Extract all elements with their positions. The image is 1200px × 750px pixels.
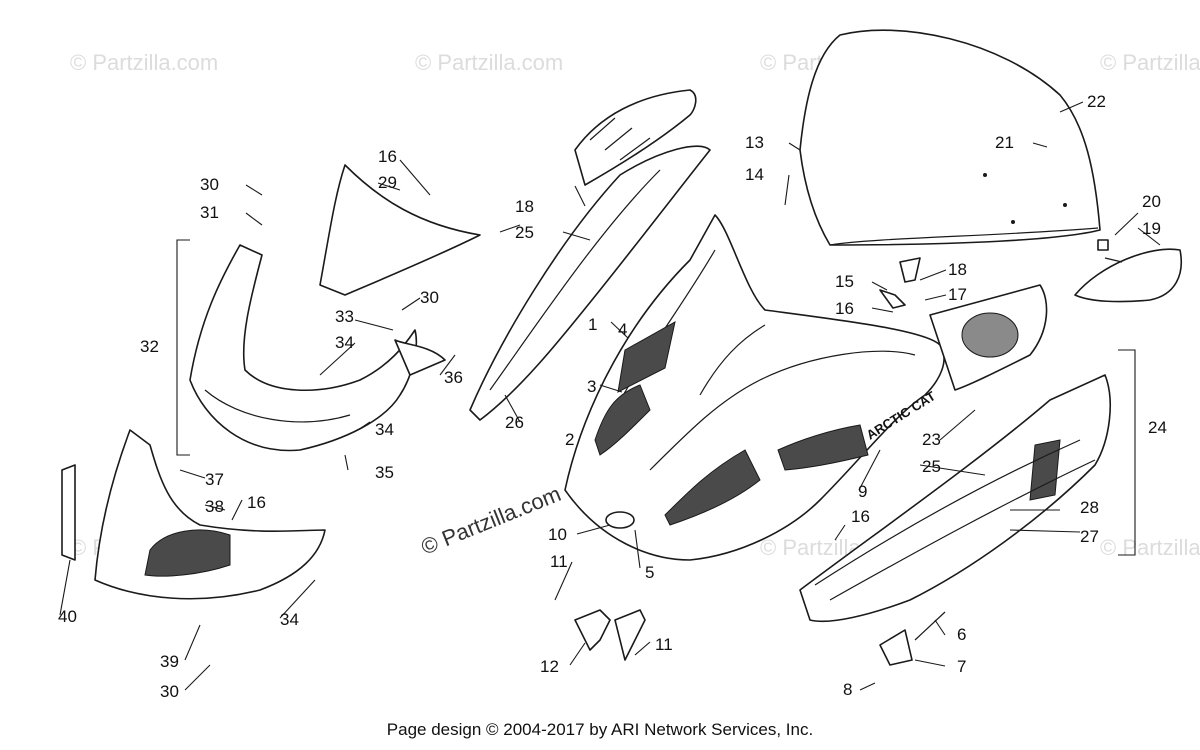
callout-label: 8 [843,680,852,699]
callout-label: 33 [335,307,354,326]
callout-label: 26 [505,413,524,432]
callout-label: 22 [1087,92,1106,111]
mirror [1074,239,1182,303]
callout-label: 40 [58,607,77,626]
callout-label: 30 [200,175,219,194]
leader-lines [59,101,1161,691]
callout-label: 7 [957,657,966,676]
callout-label: 34 [375,420,394,439]
callout-label: 15 [835,272,854,291]
callouts: 1 2 3 4 5 6 7 8 9 10 11 11 12 13 14 15 1… [58,92,1167,701]
callout-label: 16 [247,493,266,512]
watermark-center: © Partzilla.com [418,481,565,560]
callout-label: 4 [618,320,627,339]
hood: ARCTIC CAT [564,214,945,561]
watermark-text: © Partzilla.com [1100,50,1200,75]
callout-label: 34 [335,333,354,352]
callout-label: 6 [957,625,966,644]
callout-label: 5 [645,563,654,582]
callout-label: 13 [745,133,764,152]
right-vent [929,284,1048,391]
front-bumper [189,244,446,452]
callout-label: 29 [378,173,397,192]
callout-label: 31 [200,203,219,222]
callout-label: 18 [515,197,534,216]
callout-label: 21 [995,133,1014,152]
callout-label: 36 [444,368,463,387]
callout-label: 16 [378,147,397,166]
left-vent-18 [574,89,697,186]
callout-label: 20 [1142,192,1161,211]
callout-label: 28 [1080,498,1099,517]
belly-pan [61,429,326,600]
callout-label: 9 [858,482,867,501]
callout-label: 39 [160,652,179,671]
callout-label: 1 [588,315,597,334]
callout-label: 24 [1148,418,1167,437]
callout-label: 23 [922,430,941,449]
callout-label: 25 [922,457,941,476]
callout-label: 14 [745,165,764,184]
callout-label: 12 [540,657,559,676]
callout-label: 11 [655,635,673,654]
callout-label: 27 [1080,527,1099,546]
callout-label: 35 [375,463,394,482]
callout-label: 16 [835,299,854,318]
windshield [799,29,1101,246]
right-side-panel [799,374,1111,623]
callout-label: 2 [565,430,574,449]
callout-label: 25 [515,223,534,242]
callout-label: 34 [280,610,299,629]
watermark-text: © Partzilla.com [1100,535,1200,560]
nose-piece [319,164,481,296]
callout-label: 30 [160,682,179,701]
callout-label: 17 [948,285,967,304]
callout-label: 3 [587,377,596,396]
callout-label: 19 [1142,219,1161,238]
callout-label: 30 [420,288,439,307]
hinge-bracket [879,611,946,666]
callout-label: 11 [550,552,568,571]
footer-copyright: Page design © 2004-2017 by ARI Network S… [386,720,814,739]
callout-label: 38 [205,497,224,516]
center-brackets [574,609,646,661]
left-side-strip [469,145,711,421]
windshield-brackets [879,257,921,309]
watermark-text: © Partzilla.com [415,50,563,75]
callout-label: 16 [851,507,870,526]
callout-label: 18 [948,260,967,279]
watermark-text: © Partzilla.com [70,50,218,75]
callout-label: 37 [205,470,224,489]
callout-label: 10 [548,525,567,544]
callout-label: 32 [140,337,159,356]
